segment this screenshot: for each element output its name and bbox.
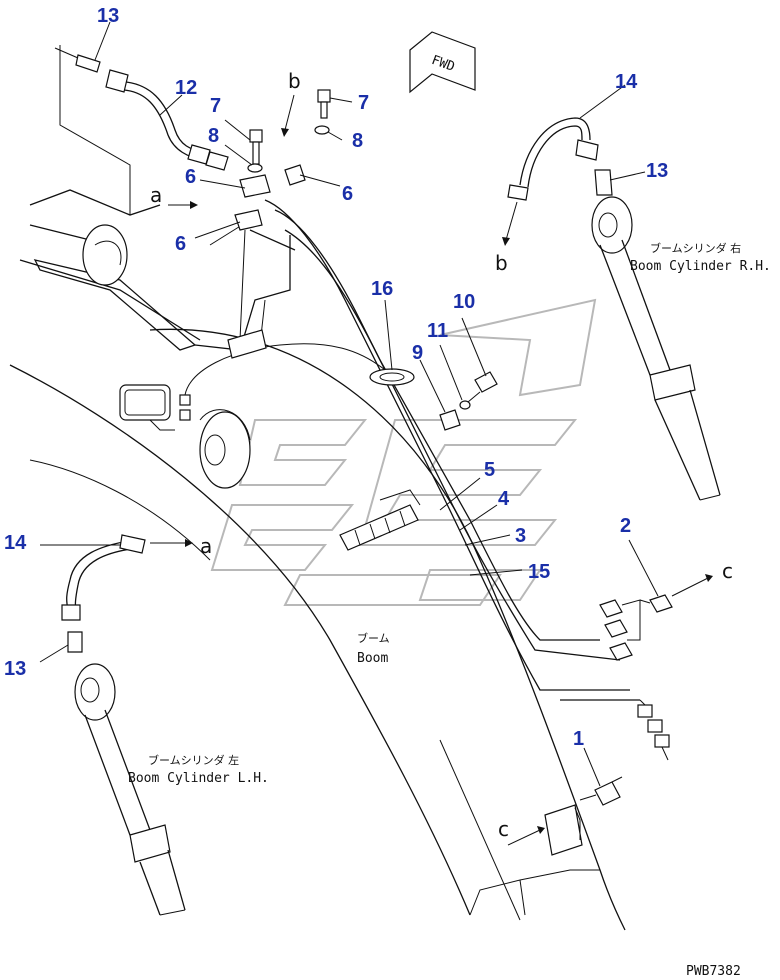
label-boom-cylinder-rh-en: Boom Cylinder R.H. bbox=[630, 259, 771, 274]
callout-numbers: 13 12 7 8 6 6 7 8 6 16 10 11 9 5 4 3 15 … bbox=[4, 5, 668, 750]
callout-2: 2 bbox=[620, 515, 631, 537]
callout-13-left: 13 bbox=[4, 658, 26, 680]
callout-5: 5 bbox=[484, 459, 495, 481]
fwd-arrow: FWD bbox=[409, 31, 476, 94]
boom-cylinder-lh bbox=[74, 663, 186, 916]
connector-b-top: b bbox=[288, 69, 301, 93]
callout-13-right: 13 bbox=[646, 160, 668, 182]
callout-6-lower: 6 bbox=[175, 233, 186, 255]
callout-10: 10 bbox=[453, 291, 475, 313]
callout-6-right: 6 bbox=[342, 183, 353, 205]
callout-13-top: 13 bbox=[97, 5, 119, 27]
boom-outline bbox=[9, 189, 626, 931]
work-lamp bbox=[119, 343, 386, 431]
label-boom-en: Boom bbox=[357, 651, 388, 666]
callout-6-upper: 6 bbox=[185, 166, 196, 188]
connector-a-top: a bbox=[150, 183, 162, 207]
callout-8-left: 8 bbox=[208, 125, 219, 147]
callout-3: 3 bbox=[515, 525, 526, 547]
connector-c-bottom: c bbox=[498, 817, 509, 841]
connector-b-right: b bbox=[495, 251, 508, 275]
drawing-code: PWB7382 bbox=[686, 964, 741, 979]
watermark-logo bbox=[210, 298, 597, 606]
hoses bbox=[54, 45, 613, 653]
callout-7-left: 7 bbox=[210, 95, 221, 117]
callout-4: 4 bbox=[498, 488, 510, 510]
callout-8-right: 8 bbox=[352, 130, 363, 152]
connector-a-left: a bbox=[200, 534, 212, 558]
wire-harness bbox=[249, 199, 673, 761]
label-boom-cylinder-rh-jp: ブームシリンダ 右 bbox=[650, 241, 741, 255]
callout-7-right: 7 bbox=[358, 92, 369, 114]
callout-14-left: 14 bbox=[4, 532, 27, 554]
bolts-washers bbox=[247, 89, 498, 431]
connector-markers: a b b a c c bbox=[150, 69, 733, 846]
callout-12: 12 bbox=[175, 77, 197, 99]
clamp-bracket bbox=[227, 164, 306, 359]
callout-15: 15 bbox=[528, 561, 550, 583]
callout-14-right: 14 bbox=[615, 71, 638, 93]
label-boom-cylinder-lh-jp: ブームシリンダ 左 bbox=[148, 753, 239, 767]
pressure-switch bbox=[544, 776, 623, 856]
callout-1: 1 bbox=[573, 728, 584, 750]
callout-9: 9 bbox=[412, 342, 423, 364]
leader-lines bbox=[39, 21, 659, 787]
boom-cylinder-rh bbox=[591, 196, 721, 501]
part-labels: ブームシリンダ 右 Boom Cylinder R.H. ブーム Boom ブー… bbox=[128, 241, 771, 979]
label-boom-jp: ブーム bbox=[357, 631, 390, 645]
callout-16: 16 bbox=[371, 278, 393, 300]
connector-c-right: c bbox=[722, 559, 733, 583]
label-boom-cylinder-lh-en: Boom Cylinder L.H. bbox=[128, 771, 269, 786]
callout-11: 11 bbox=[427, 320, 448, 342]
